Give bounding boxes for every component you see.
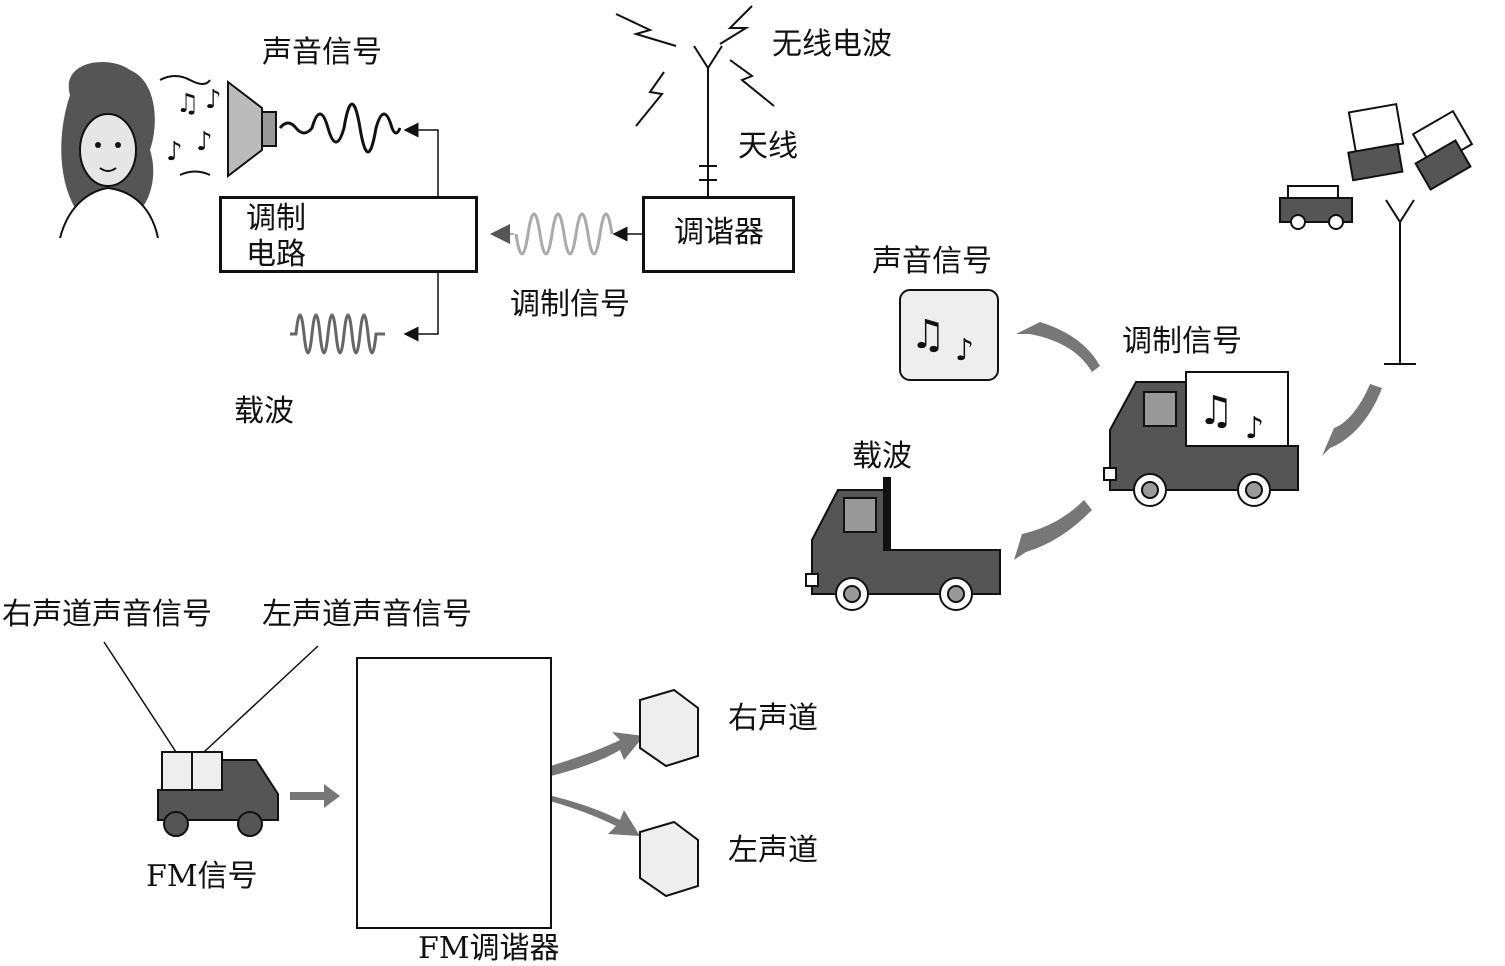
modulated-wave bbox=[514, 212, 614, 256]
music-note-icon: ♪ bbox=[955, 333, 974, 368]
fm-tuner-box bbox=[356, 657, 552, 929]
demod-label-line2: 电路 bbox=[246, 237, 306, 272]
svg-text:♪: ♪ bbox=[196, 127, 213, 157]
left-channel-cube bbox=[639, 820, 699, 898]
sound-card bbox=[899, 289, 999, 381]
sound-swirl bbox=[159, 75, 211, 85]
tuner-box bbox=[642, 196, 795, 273]
pointer-line bbox=[203, 645, 319, 753]
carrier-label: 载波 bbox=[234, 394, 294, 429]
right-modulated-signal-label: 调制信号 bbox=[1122, 324, 1242, 359]
right-carrier-label: 载波 bbox=[852, 439, 912, 474]
speaker-icon bbox=[227, 79, 277, 179]
antenna-icon bbox=[693, 45, 723, 196]
carrier-wave bbox=[290, 313, 385, 355]
lightning-icon bbox=[615, 5, 775, 127]
left-channel-label: 左声道 bbox=[728, 833, 818, 868]
music-note-icon: ♫ ♪ ♪ ♪ bbox=[166, 85, 222, 167]
listener-figure bbox=[59, 62, 159, 239]
pointer-line bbox=[103, 641, 177, 753]
right-channel-label: 右声道 bbox=[728, 701, 818, 736]
right-channel-signal-label: 右声道声音信号 bbox=[2, 597, 212, 632]
svg-text:♫: ♫ bbox=[176, 89, 199, 119]
sound-swirl bbox=[179, 170, 211, 176]
antenna-label: 天线 bbox=[738, 129, 798, 164]
fm-signal-label: FM信号 bbox=[146, 859, 258, 894]
small-trucks bbox=[1279, 102, 1474, 230]
modulated-signal-label: 调制信号 bbox=[510, 287, 630, 322]
sound-wave bbox=[278, 102, 402, 154]
music-note-icon: ♫ bbox=[910, 312, 946, 358]
right-sound-signal-label: 声音信号 bbox=[872, 244, 992, 279]
fm-signal-car bbox=[157, 751, 279, 837]
tuner-label: 调谐器 bbox=[674, 215, 764, 250]
wireless-wave-label: 无线电波 bbox=[772, 27, 892, 62]
antenna-icon bbox=[1384, 199, 1416, 365]
arrow-to-carrier bbox=[403, 272, 439, 342]
music-note-icon: ♫ bbox=[1198, 388, 1234, 434]
flow-arrows bbox=[290, 322, 1382, 836]
left-channel-signal-label: 左声道声音信号 bbox=[262, 597, 472, 632]
svg-text:♪: ♪ bbox=[166, 137, 183, 167]
demod-label-line1: 调制 bbox=[246, 201, 306, 236]
fm-tuner-label: FM调谐器 bbox=[418, 931, 560, 966]
demod-circuit-box bbox=[219, 196, 478, 273]
sound-signal-label: 声音信号 bbox=[262, 35, 382, 70]
svg-text:♪: ♪ bbox=[205, 85, 222, 115]
right-channel-cube bbox=[639, 688, 699, 768]
truck-with-cargo bbox=[1103, 371, 1299, 507]
music-note-icon: ♪ bbox=[1245, 411, 1264, 446]
empty-truck bbox=[805, 477, 1001, 611]
arrow-to-sound bbox=[403, 122, 439, 196]
